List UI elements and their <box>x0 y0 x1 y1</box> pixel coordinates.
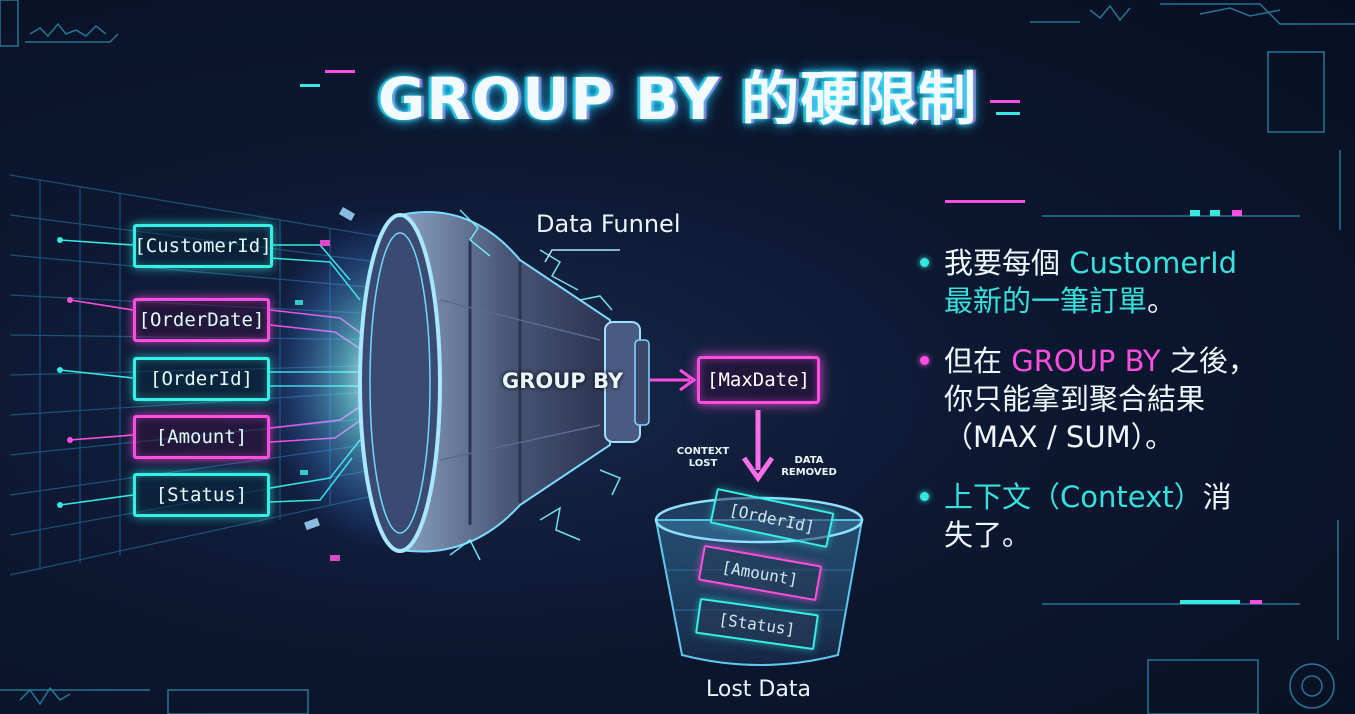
bullet-text: 失了。 <box>944 518 1032 552</box>
flow-arrows <box>544 249 775 483</box>
bullet-text: （MAX / SUM）。 <box>944 420 1175 454</box>
funnel <box>358 211 650 553</box>
input-field: [Status] <box>133 473 270 517</box>
bullet-text: 消 <box>1202 480 1232 514</box>
input-field: [CustomerId] <box>133 224 273 268</box>
bullet-highlight: GROUP BY <box>1011 344 1161 378</box>
bullet-dot <box>920 258 929 267</box>
bullet-text: 。 <box>1147 284 1177 318</box>
page-title: GROUP BY 的硬限制 <box>377 65 978 133</box>
bullet-item: 但在 GROUP BY 之後， 你只能拿到聚合結果 （MAX / SUM）。 <box>918 342 1318 456</box>
bin-caption: Lost Data <box>706 677 811 702</box>
context-lost-label: CONTEXT LOST <box>676 446 730 469</box>
input-field: [OrderId] <box>133 357 270 401</box>
funnel-body-label: GROUP BY <box>502 369 624 393</box>
result-field: [MaxDate] <box>697 356 820 404</box>
bullet-dot <box>920 356 929 365</box>
bullet-highlight: 最新的一筆訂單 <box>944 284 1148 318</box>
bullet-dot <box>920 492 929 501</box>
bullet-highlight: 上下文（Context） <box>944 480 1203 514</box>
bullet-text: 你只能拿到聚合結果 <box>944 382 1206 416</box>
bullet-text: 但在 <box>944 344 1012 378</box>
bullet-text: 之後， <box>1160 344 1257 378</box>
bullet-item: 上下文（Context）消 失了。 <box>918 478 1318 554</box>
input-field: [Amount] <box>133 415 270 459</box>
funnel-caption: Data Funnel <box>536 210 681 238</box>
bullet-list: 我要每個 CustomerId 最新的一筆訂單。 但在 GROUP BY 之後，… <box>918 244 1318 576</box>
data-removed-label: DATA REMOVED <box>781 455 837 478</box>
bullet-item: 我要每個 CustomerId 最新的一筆訂單。 <box>918 244 1318 320</box>
bullet-highlight: CustomerId <box>1069 246 1238 280</box>
lightning <box>449 209 622 561</box>
bullet-text: 我要每個 <box>944 246 1070 280</box>
input-field: [OrderDate] <box>133 298 270 342</box>
hud-accent-bars <box>300 70 1262 604</box>
